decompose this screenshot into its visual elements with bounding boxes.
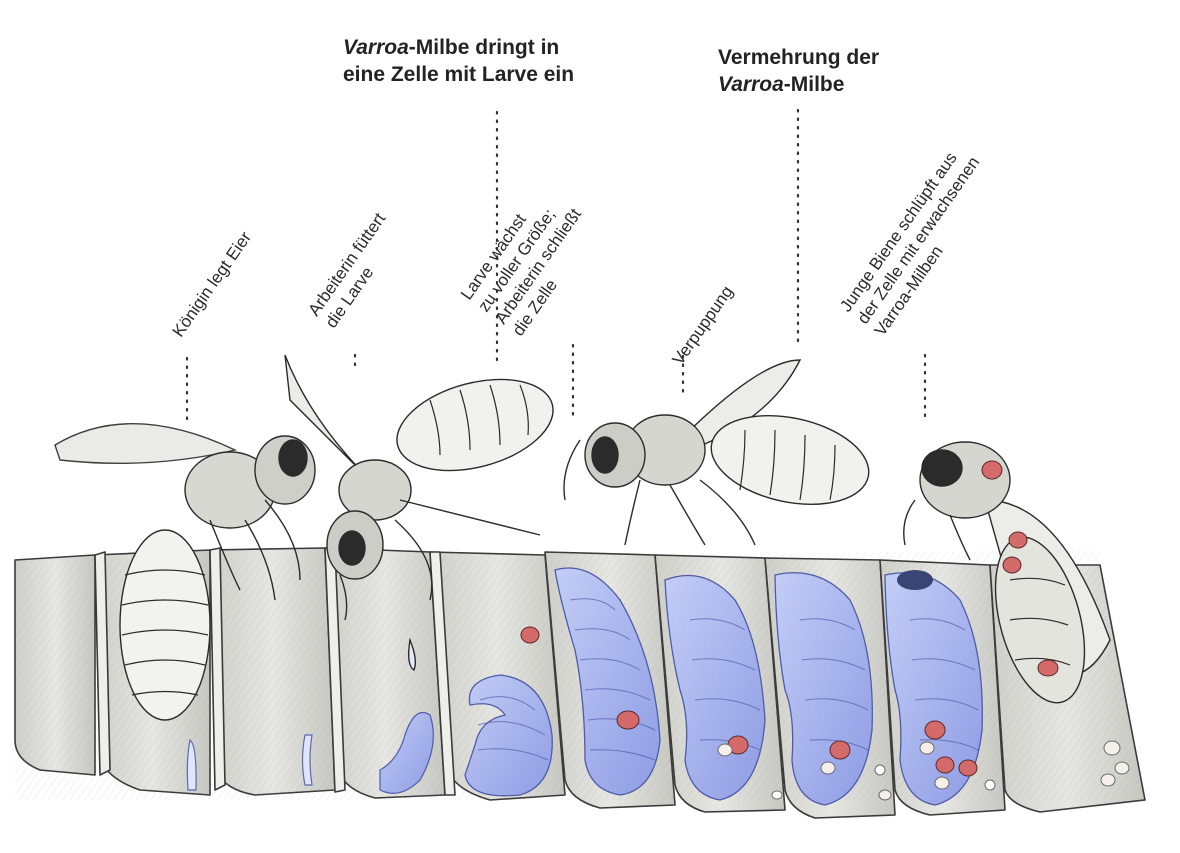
leader-lines	[187, 110, 925, 420]
mite-entering	[521, 627, 539, 643]
mite-bee-thorax	[1009, 532, 1027, 548]
mite-cell9-a	[925, 721, 945, 739]
worker-bee-capping	[564, 360, 877, 545]
pupa-eye	[897, 570, 933, 590]
mite-bee-body	[1003, 557, 1021, 573]
mite-bee-head	[982, 461, 1002, 479]
mite-bee-abdomen	[1038, 660, 1058, 676]
mite-cell6	[617, 711, 639, 729]
mite-cell9-b	[936, 757, 954, 773]
mite-cell8-a	[830, 741, 850, 759]
young-larva	[303, 735, 313, 785]
mite-cell9-c	[959, 760, 977, 776]
